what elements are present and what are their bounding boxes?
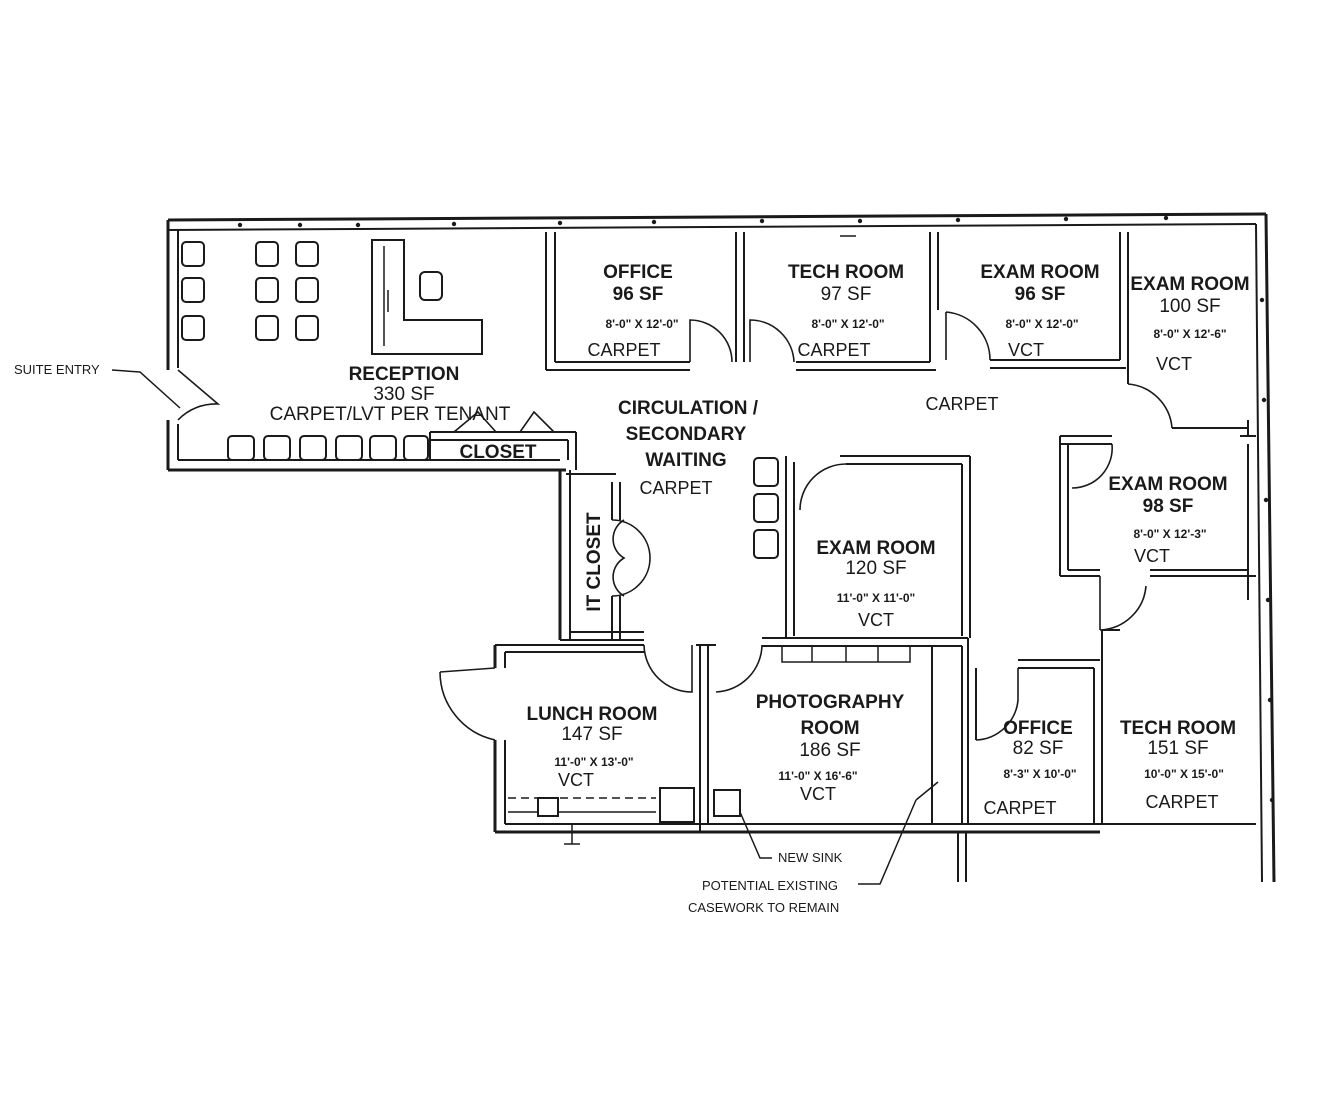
casework-label-line1: POTENTIAL EXISTING (702, 878, 838, 893)
annotations: SUITE ENTRY NEW SINK POTENTIAL EXISTING … (14, 362, 843, 915)
room-name-line2: SECONDARY (626, 424, 747, 445)
room-lunch-room: LUNCH ROOM 147 SF 11'-0" X 13'-0" VCT (527, 704, 658, 790)
room-finish: CARPET/LVT PER TENANT (270, 404, 511, 425)
room-finish: CARPET (1145, 792, 1218, 812)
exterior-walls (166, 212, 1276, 883)
room-name-line3: WAITING (645, 450, 726, 471)
room-exam-room-4: EXAM ROOM 120 SF 11'-0" X 11'-0" VCT (816, 538, 935, 630)
room-area: 98 SF (1143, 496, 1194, 517)
room-circulation: CIRCULATION / SECONDARY WAITING CARPET (618, 398, 759, 498)
room-name: TECH ROOM (1120, 718, 1236, 739)
room-name: EXAM ROOM (816, 538, 935, 559)
room-it-closet: IT CLOSET (584, 512, 605, 612)
room-area: 96 SF (1015, 284, 1066, 305)
room-dims: 11'-0" X 13'-0" (554, 755, 633, 769)
room-tech-room-1: TECH ROOM 97 SF 8'-0" X 12'-0" CARPET (788, 262, 904, 360)
room-office-1: OFFICE 96 SF 8'-0" X 12'-0" CARPET (587, 262, 678, 360)
room-dims: 10'-0" X 15'-0" (1144, 767, 1224, 781)
casework (508, 645, 911, 845)
room-name: OFFICE (1003, 718, 1073, 739)
column-markers (237, 215, 1275, 803)
new-sink-label: NEW SINK (778, 850, 843, 865)
room-exam-room-3: EXAM ROOM 98 SF 8'-0" X 12'-3" VCT (1108, 474, 1227, 566)
room-closet: CLOSET (459, 442, 536, 463)
room-finish: VCT (1156, 354, 1192, 374)
room-exam-room-2: EXAM ROOM 100 SF 8'-0" X 12'-6" VCT (1130, 274, 1249, 374)
room-finish: VCT (1134, 546, 1170, 566)
casework-label-line2: CASEWORK TO REMAIN (688, 900, 839, 915)
room-dims: 8'-0" X 12'-3" (1133, 527, 1206, 541)
room-finish: VCT (558, 770, 594, 790)
room-name-line1: PHOTOGRAPHY (756, 692, 905, 713)
room-area: 100 SF (1159, 296, 1220, 317)
room-dims: 8'-3" X 10'-0" (1003, 767, 1076, 781)
leader-lines (111, 369, 939, 885)
reception-desk (371, 239, 483, 355)
room-name: RECEPTION (349, 364, 460, 385)
room-name-line1: CIRCULATION / (618, 398, 759, 419)
room-name-line2: ROOM (800, 718, 859, 739)
reception-chairs (181, 241, 779, 559)
room-reception: RECEPTION 330 SF CARPET/LVT PER TENANT (270, 364, 511, 425)
doors (177, 235, 1173, 741)
room-name: TECH ROOM (788, 262, 904, 283)
room-dims: 8'-0" X 12'-0" (605, 317, 678, 331)
room-dims: 11'-0" X 11'-0" (837, 591, 915, 605)
room-name: EXAM ROOM (1108, 474, 1227, 495)
room-finish: CARPET (639, 478, 712, 498)
room-area: 82 SF (1013, 738, 1064, 759)
room-finish: VCT (800, 784, 836, 804)
room-area: 147 SF (561, 724, 622, 745)
room-area: 96 SF (613, 284, 664, 305)
room-name: EXAM ROOM (1130, 274, 1249, 295)
room-dims: 8'-0" X 12'-6" (1153, 327, 1226, 341)
room-name: OFFICE (603, 262, 673, 283)
room-dims: 8'-0" X 12'-0" (1005, 317, 1078, 331)
room-name: EXAM ROOM (980, 262, 1099, 283)
room-area: 330 SF (373, 384, 434, 405)
room-dims: 11'-0" X 16'-6" (778, 769, 857, 783)
room-finish: VCT (1008, 340, 1044, 360)
corridor-finish: CARPET (925, 394, 998, 414)
room-finish: CARPET (797, 340, 870, 360)
interior-walls (429, 232, 1256, 832)
room-exam-room-1: EXAM ROOM 96 SF 8'-0" X 12'-0" VCT (980, 262, 1099, 360)
room-area: 186 SF (799, 740, 860, 761)
room-name: LUNCH ROOM (527, 704, 658, 725)
room-tech-room-2: TECH ROOM 151 SF 10'-0" X 15'-0" CARPET (1120, 718, 1236, 812)
room-finish: CARPET (587, 340, 660, 360)
room-photography-room: PHOTOGRAPHY ROOM 186 SF 11'-0" X 16'-6" … (756, 692, 905, 804)
room-area: 97 SF (821, 284, 872, 305)
room-finish: CARPET (983, 798, 1056, 818)
room-dims: 8'-0" X 12'-0" (811, 317, 884, 331)
room-area: 120 SF (845, 558, 906, 579)
room-finish: VCT (858, 610, 894, 630)
suite-entry-label: SUITE ENTRY (14, 362, 100, 377)
room-area: 151 SF (1147, 738, 1208, 759)
room-office-2: OFFICE 82 SF 8'-3" X 10'-0" CARPET (983, 718, 1076, 818)
